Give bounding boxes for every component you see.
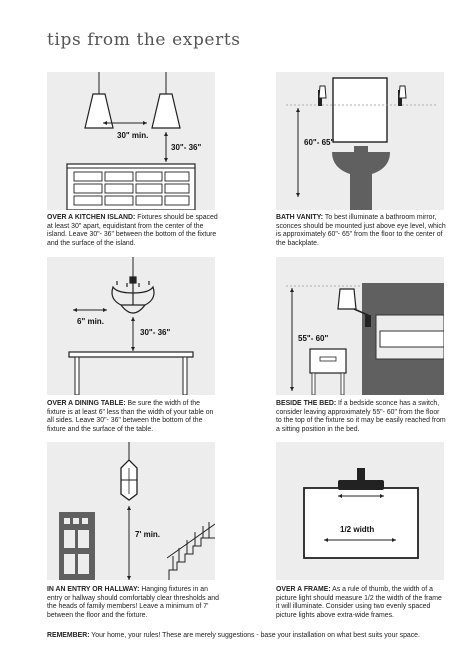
dining-table-illustration: 6" min. 30"- 36" [47, 257, 215, 395]
dining-table-body: Be sure the width of the fixture is at l… [47, 400, 214, 433]
footer-body: Your home, your rules! These are merely … [91, 632, 420, 639]
label-light-width: 1/2 width [340, 525, 374, 534]
label-table-margin: 6" min. [77, 317, 104, 326]
entry-hallway-body: Hanging fixtures in an entry or hallway … [47, 586, 219, 619]
picture-frame-illustration: 1/2 width [276, 442, 444, 580]
bath-vanity-caption: BATH VANITY: To best illuminate a bathro… [276, 214, 446, 248]
picture-frame-body: As a rule of thumb, the width of a pictu… [276, 586, 442, 619]
label-clearance: 7' min. [135, 530, 160, 539]
bedside-body: If a bedside sconce has a switch, consid… [276, 400, 446, 433]
label-bedside-height: 55"- 60" [298, 334, 328, 343]
label-table-height: 30"- 36" [140, 328, 170, 337]
entry-hallway-caption: IN AN ENTRY OR HALLWAY: Hanging fixtures… [47, 586, 219, 620]
footer-note: REMEMBER: Your home, your rules! These a… [47, 632, 420, 639]
label-spacing: 30" min. [117, 131, 148, 140]
label-sconce-height: 60"- 65" [304, 138, 334, 147]
kitchen-island-caption: OVER A KITCHEN ISLAND: Fixtures should b… [47, 214, 219, 248]
bedside-caption: BESIDE THE BED: If a bedside sconce has … [276, 400, 446, 434]
dining-table-heading: OVER A DINING TABLE: [47, 400, 126, 407]
bath-vanity-body: To best illuminate a bathroom mirror, sc… [276, 214, 446, 247]
picture-frame-caption: OVER A FRAME: As a rule of thumb, the wi… [276, 586, 446, 620]
page-title: tips from the experts [47, 30, 241, 50]
kitchen-island-heading: OVER A KITCHEN ISLAND: [47, 214, 136, 221]
entry-hallway-heading: IN AN ENTRY OR HALLWAY: [47, 586, 140, 593]
bedside-heading: BESIDE THE BED: [276, 400, 337, 407]
kitchen-island-body: Fixtures should be spaced at least 30" a… [47, 214, 218, 247]
kitchen-island-illustration: 30" min. 30"- 36" [47, 72, 215, 210]
bedside-illustration: 55"- 60" [276, 257, 444, 395]
bath-vanity-illustration: 60"- 65" [276, 72, 444, 210]
dining-table-caption: OVER A DINING TABLE: Be sure the width o… [47, 400, 219, 434]
entry-hallway-illustration: 7' min. [47, 442, 215, 580]
label-height: 30"- 36" [171, 143, 201, 152]
bath-vanity-heading: BATH VANITY: [276, 214, 324, 221]
picture-frame-heading: OVER A FRAME: [276, 586, 331, 593]
footer-heading: REMEMBER: [47, 632, 90, 639]
